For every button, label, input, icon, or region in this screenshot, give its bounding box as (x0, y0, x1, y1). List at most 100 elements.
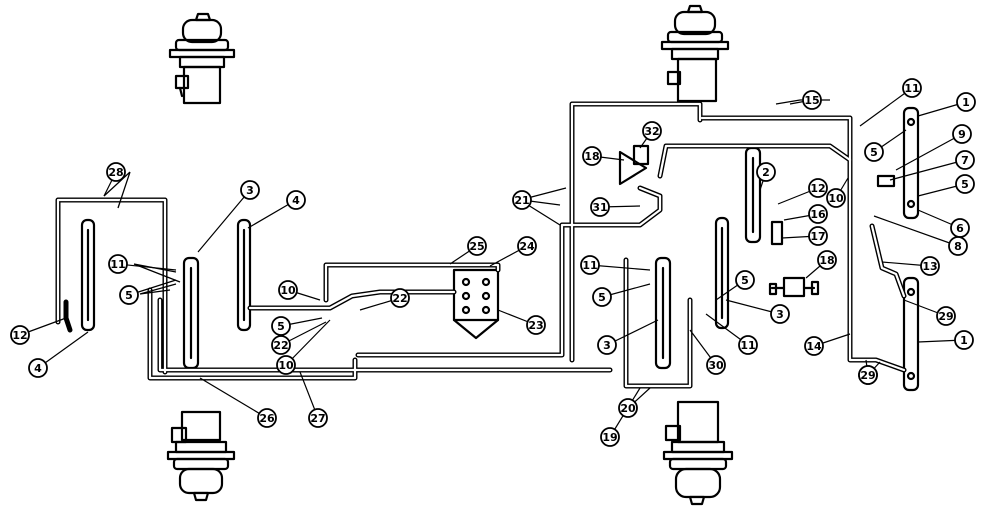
callout-number: 30 (708, 359, 724, 372)
callout-5: 5 (917, 174, 975, 197)
cylinder-mid-right-a (654, 256, 672, 370)
callout-number: 14 (806, 340, 822, 353)
callout-24: 24 (489, 236, 537, 267)
callout-number: 9 (958, 128, 966, 141)
callout-number: 31 (592, 201, 607, 214)
callout-leader (873, 215, 959, 247)
callout-11: 11 (108, 254, 177, 274)
callout-32: 32 (639, 121, 662, 149)
callout-circle (106, 162, 126, 182)
callout-circle (954, 330, 974, 350)
callout-circle (920, 256, 940, 276)
callout-4: 4 (247, 190, 306, 229)
callout-number: 3 (603, 339, 611, 352)
callout-leader (889, 159, 966, 181)
callout-11: 11 (859, 78, 922, 127)
callout-leader (589, 264, 651, 271)
callout-circle (582, 146, 602, 166)
callout-number: 6 (956, 222, 964, 235)
fitting-7 (876, 174, 896, 188)
callout-circle (286, 190, 306, 210)
callout-12: 12 (10, 317, 67, 345)
callout-circle (956, 92, 976, 112)
callout-number: 11 (110, 258, 125, 271)
callout-31: 31 (590, 197, 641, 217)
callout-number: 4 (34, 362, 42, 375)
cylinder-upper-center (744, 146, 762, 244)
callout-number: 23 (528, 319, 543, 332)
callout-circle (517, 236, 537, 256)
callout-circle (955, 150, 975, 170)
callout-21: 21 (512, 190, 561, 210)
callout-circle (512, 190, 532, 210)
callout-number: 25 (469, 240, 484, 253)
callout-number: 11 (904, 82, 919, 95)
callout-30: 30 (689, 329, 726, 375)
callout-1: 1 (917, 330, 974, 350)
callout-circle (240, 180, 260, 200)
callout-5: 5 (119, 279, 177, 305)
callout-circle (308, 408, 328, 428)
callout-number: 1 (962, 96, 970, 109)
callout-number: 10 (280, 284, 296, 297)
callout-9: 9 (895, 124, 972, 171)
callout-number: 5 (741, 274, 749, 287)
callout-number: 5 (870, 146, 878, 159)
callout-circle (858, 365, 878, 385)
wheel-assembly-rear-right (662, 400, 734, 506)
callout-18: 18 (582, 146, 625, 166)
wheel-assembly-rear-left (166, 410, 236, 502)
callout-number: 5 (598, 291, 606, 304)
callout-number: 16 (810, 208, 826, 221)
callout-number: 22 (273, 339, 288, 352)
callout-circle (10, 325, 30, 345)
callout-15: 15 (789, 90, 822, 110)
callout-number: 4 (292, 194, 300, 207)
wheel-assembly-front-right (660, 4, 730, 103)
callout-5: 5 (864, 129, 907, 162)
callout-circle (902, 78, 922, 98)
callout-5: 5 (592, 283, 651, 307)
callout-leader (285, 319, 331, 366)
callout-circle (826, 188, 846, 208)
callout-11: 11 (580, 255, 651, 275)
callout-1: 1 (917, 92, 976, 117)
callout-circle (276, 355, 296, 375)
callout-5: 5 (715, 270, 755, 301)
callout-3: 3 (197, 180, 260, 253)
callout-22: 22 (271, 321, 327, 355)
callout-number: 24 (519, 240, 535, 253)
callout-circle (618, 398, 638, 418)
callout-number: 18 (584, 150, 599, 163)
callout-number: 3 (776, 308, 784, 321)
manifold-block (452, 268, 500, 340)
callout-circle (808, 204, 828, 224)
callout-circle (864, 142, 884, 162)
callout-circle (592, 287, 612, 307)
callout-number: 32 (644, 125, 659, 138)
callout-leader (199, 377, 268, 419)
callout-number: 11 (740, 339, 755, 352)
callout-number: 20 (620, 402, 636, 415)
callout-leader (895, 133, 963, 171)
callout-circle (735, 270, 755, 290)
callout-4: 4 (28, 331, 89, 378)
callout-number: 22 (392, 292, 407, 305)
callout-circle (804, 336, 824, 356)
callout-leader (859, 87, 913, 127)
callout-26: 26 (199, 377, 277, 428)
callout-circle (526, 315, 546, 335)
callout-2: 2 (756, 162, 776, 191)
callout-number: 5 (125, 289, 133, 302)
wheel-assembly-front-left (168, 12, 236, 105)
callout-22: 22 (359, 288, 410, 311)
callout-leader (37, 331, 89, 369)
callout-circle (597, 335, 617, 355)
callout-circle (390, 288, 410, 308)
callout-6: 6 (917, 209, 970, 238)
callout-layer: 1123334455555567891010101111111112121314… (10, 78, 976, 447)
callout-circle (802, 90, 822, 110)
callout-11: 11 (705, 313, 758, 355)
callout-number: 13 (922, 260, 937, 273)
